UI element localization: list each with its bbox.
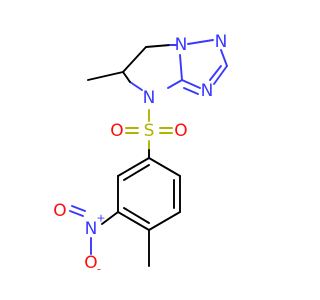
atom-n3: N — [201, 81, 214, 101]
bond-nitro-o1-b — [71, 205, 86, 212]
bond-n4-c7 — [129, 81, 143, 91]
bond-ar-nitro — [101, 211, 119, 225]
atom-n4: N — [143, 88, 156, 108]
atom-o-nitro1: O — [53, 201, 66, 221]
bond-n3-c8a-double — [183, 87, 199, 95]
bond-c7-methyl — [87, 71, 124, 81]
bond-ar6-inner — [123, 164, 150, 181]
atom-o1: O — [110, 121, 123, 141]
atom-n1: N — [175, 35, 188, 55]
bond-n1-c8a — [179, 54, 183, 81]
bond-nitro-o1-a — [69, 210, 84, 217]
bond-n3-c8a — [181, 79, 201, 89]
bond-c6-c5 — [145, 44, 171, 48]
bond-ar3 — [148, 211, 181, 231]
bond-n2-c3 — [220, 49, 228, 67]
bond-c3-n3 — [213, 65, 228, 85]
bond-c3-n3-double — [209, 65, 222, 81]
structure-diagram: N N N N S O O N + O O - — [53, 32, 228, 276]
charge-n-nitro: + — [96, 212, 105, 225]
atom-n-nitro: N — [85, 219, 98, 239]
atom-o-nitro2: O — [84, 253, 97, 273]
atom-s1: S — [144, 121, 155, 141]
bond-ar1 — [148, 157, 181, 177]
bond-c7-c6 — [122, 46, 147, 73]
bond-c8a-n4 — [167, 79, 183, 89]
molecule-canvas: N N N N S O O N + O O - — [53, 32, 228, 276]
bond-ar6 — [117, 157, 150, 177]
bond-c7-n4-link — [122, 71, 131, 83]
bond-n1-n2 — [187, 39, 214, 45]
bond-ar4 — [117, 211, 150, 231]
atom-n2: N — [215, 32, 228, 52]
charge-o-nitro2: - — [97, 263, 101, 276]
atom-o2: O — [174, 121, 187, 141]
bond-ar4-inner — [123, 207, 150, 224]
